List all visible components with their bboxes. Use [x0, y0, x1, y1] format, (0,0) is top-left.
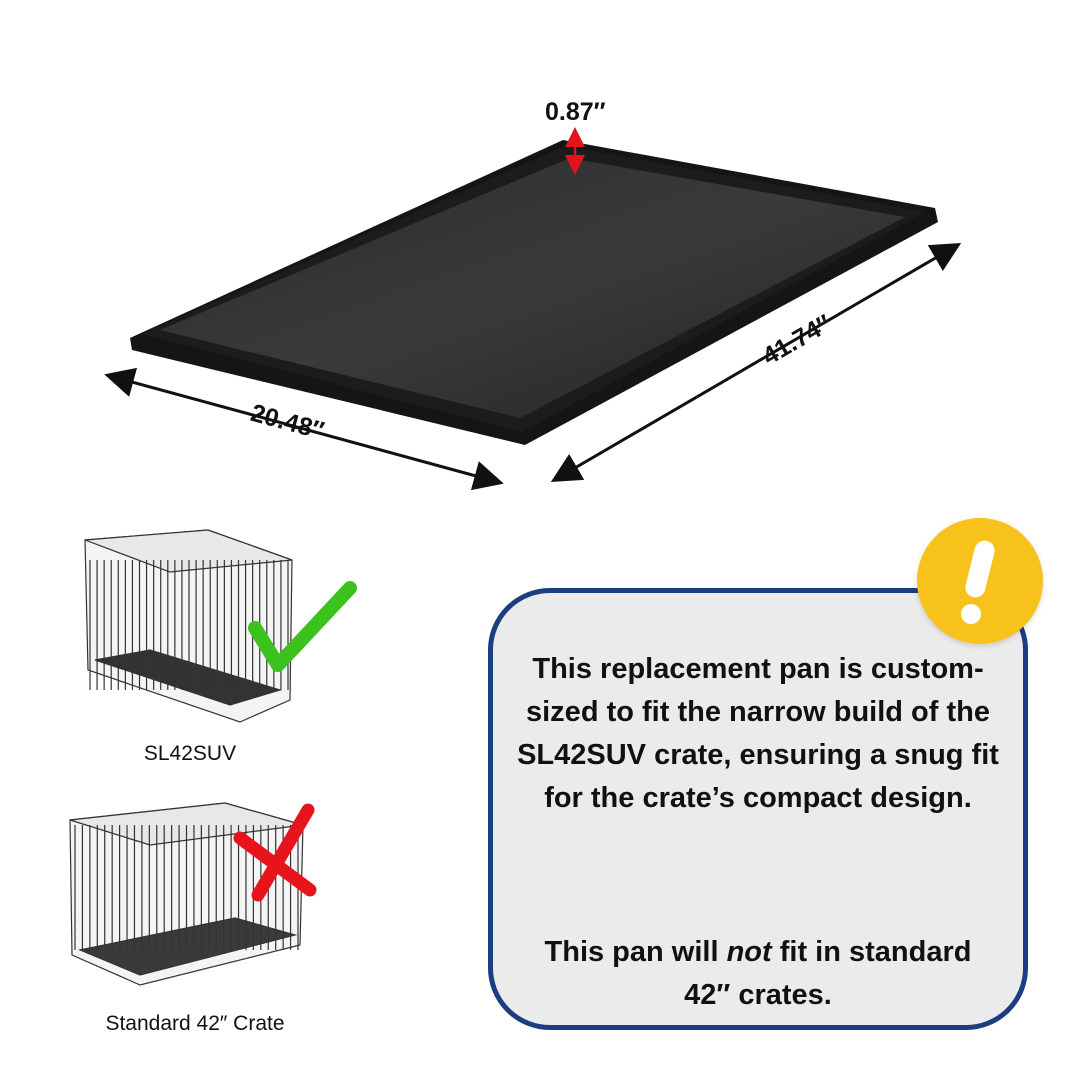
drip-pan-tray [130, 140, 938, 445]
notice-paragraph-fit: This replacement pan is custom-sized to … [517, 653, 999, 814]
standard-crate-caption: Standard 42″ Crate [105, 1012, 285, 1035]
sl42suv-crate-image [84, 529, 293, 723]
warning-text: This pan will [544, 936, 727, 968]
length-arrow [550, 242, 962, 483]
width-arrow [104, 367, 504, 491]
notice-paragraph-warning: This pan will not fit in standard 42″ cr… [493, 931, 1023, 1017]
warning-emphasis: not [726, 936, 772, 968]
warning-text-end: fit in standard 42″ crates. [684, 936, 972, 1011]
exclamation-icon [917, 518, 1043, 644]
standard-crate-image [69, 802, 304, 986]
notice-box: This replacement pan is custom-sized to … [488, 588, 1028, 1030]
height-dimension-label: 0.87″ [545, 98, 606, 126]
x-icon [233, 803, 317, 902]
sl42suv-crate-caption: SL42SUV [143, 742, 237, 765]
check-icon [248, 581, 357, 672]
